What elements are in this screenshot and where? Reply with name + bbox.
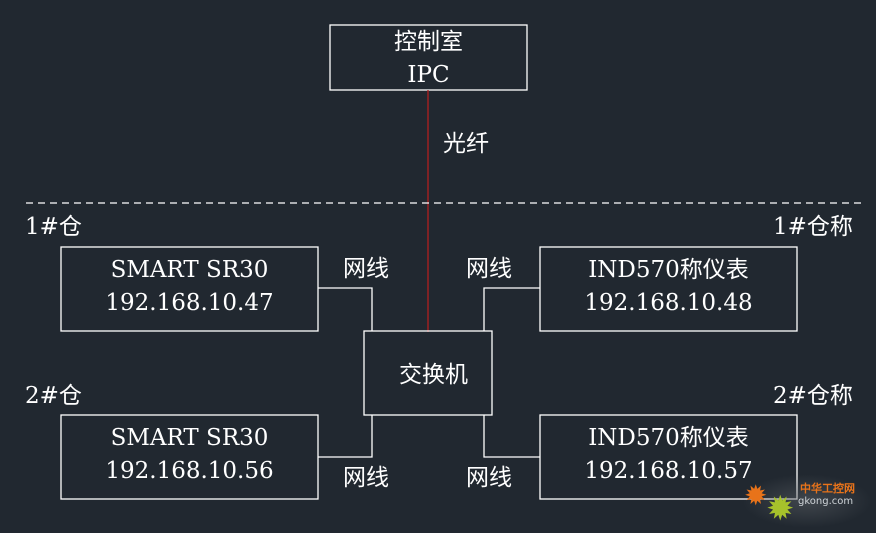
area-label-3: 2#仓 — [25, 383, 82, 409]
cable-label-3: 网线 — [343, 465, 389, 491]
device-1-label: SMART SR30 192.168.10.47 — [61, 254, 318, 320]
device-3-ip: 192.168.10.56 — [105, 458, 274, 484]
cable-line-4 — [483, 415, 540, 458]
device-4-label: IND570称仪表 192.168.10.57 — [540, 422, 797, 488]
cable-line-2 — [483, 287, 540, 331]
area-label-4: 2#仓称 — [773, 383, 853, 409]
device-2-name: IND570称仪表 — [588, 257, 749, 283]
device-2-ip: 192.168.10.48 — [584, 290, 753, 316]
area-label-2: 1#仓称 — [773, 214, 853, 240]
device-4-name: IND570称仪表 — [588, 425, 749, 451]
watermark-url: gkong.com — [798, 496, 854, 507]
cable-label-1: 网线 — [343, 256, 389, 282]
control-room-title: 控制室 — [394, 29, 463, 55]
cable-line-3 — [318, 415, 373, 458]
cable-label-4: 网线 — [466, 465, 512, 491]
device-2-label: IND570称仪表 192.168.10.48 — [540, 254, 797, 320]
cable-line-1 — [318, 287, 373, 331]
gear-icon: ✹ — [766, 489, 795, 529]
device-4-ip: 192.168.10.57 — [584, 458, 753, 484]
control-room-label: 控制室 IPC — [330, 26, 527, 92]
switch-label: 交换机 — [399, 362, 468, 388]
device-box-1[interactable] — [60, 246, 319, 332]
device-3-label: SMART SR30 192.168.10.56 — [61, 422, 318, 488]
cable-label-2: 网线 — [466, 256, 512, 282]
device-1-name: SMART SR30 — [110, 257, 269, 283]
device-1-ip: 192.168.10.47 — [105, 290, 274, 316]
fiber-label: 光纤 — [443, 131, 489, 157]
area-label-1: 1#仓 — [25, 214, 82, 240]
switch-box[interactable] — [363, 330, 493, 416]
watermark-logo: ✹ ✹ 中华工控网 gkong.com — [742, 474, 872, 528]
device-box-2[interactable] — [539, 246, 798, 332]
gear-icon: ✹ — [744, 479, 768, 512]
device-3-name: SMART SR30 — [110, 425, 269, 451]
control-room-subtitle: IPC — [407, 62, 450, 88]
watermark-cn-text: 中华工控网 — [800, 482, 855, 495]
